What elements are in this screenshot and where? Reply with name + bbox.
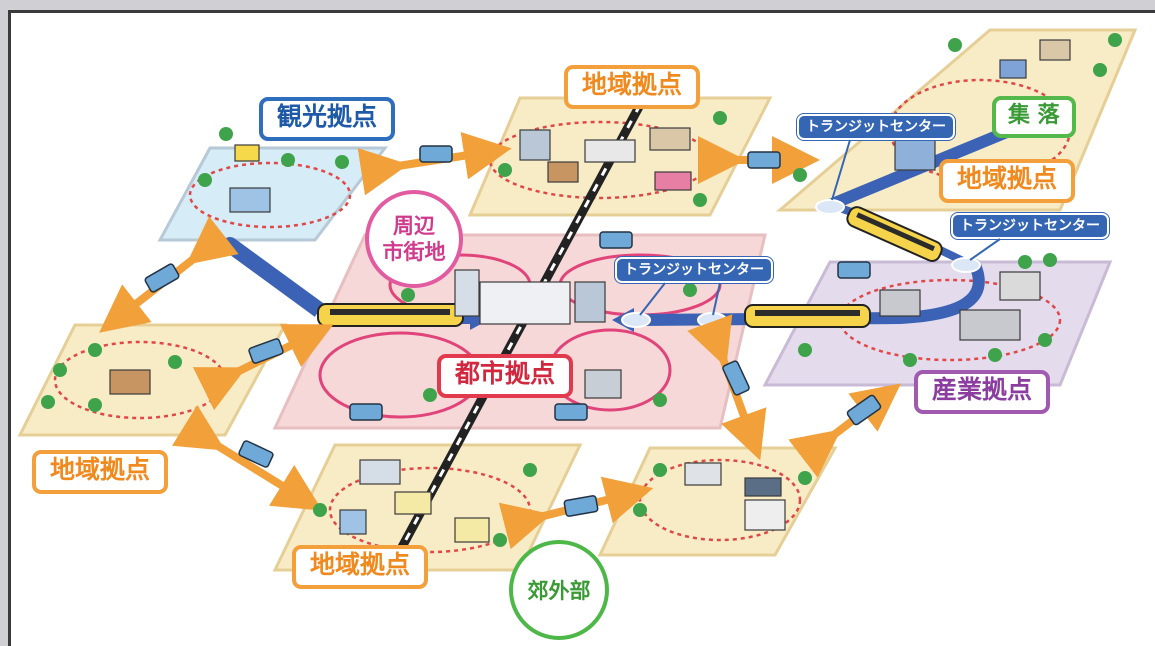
village-label: 集 落 [992,96,1076,138]
railway [391,102,644,563]
buses [144,145,882,517]
surrounding-area-label: 周辺 市街地 [365,190,463,288]
industry-label: 産業拠点 [914,370,1051,414]
region-label-left: 地域拠点 [32,450,169,494]
transit-center-label-top-right: トランジットセンター [797,114,955,140]
surrounding-area-line2: 市街地 [382,240,446,264]
buildings [109,39,1071,543]
suburb-label: 郊外部 [509,540,609,640]
tourism-label: 観光拠点 [259,97,396,141]
urban-core-label: 都市拠点 [437,354,574,398]
region-label-top: 地域拠点 [564,65,701,109]
trains [317,206,943,328]
trees [41,33,1122,547]
transit-center-label-right: トランジットセンター [951,213,1109,239]
surrounding-area-line1: 周辺 [393,214,435,238]
region-label-right: 地域拠点 [939,159,1076,203]
region-label-bottom: 地域拠点 [292,545,429,589]
transit-center-label-center: トランジットセンター [615,257,773,283]
